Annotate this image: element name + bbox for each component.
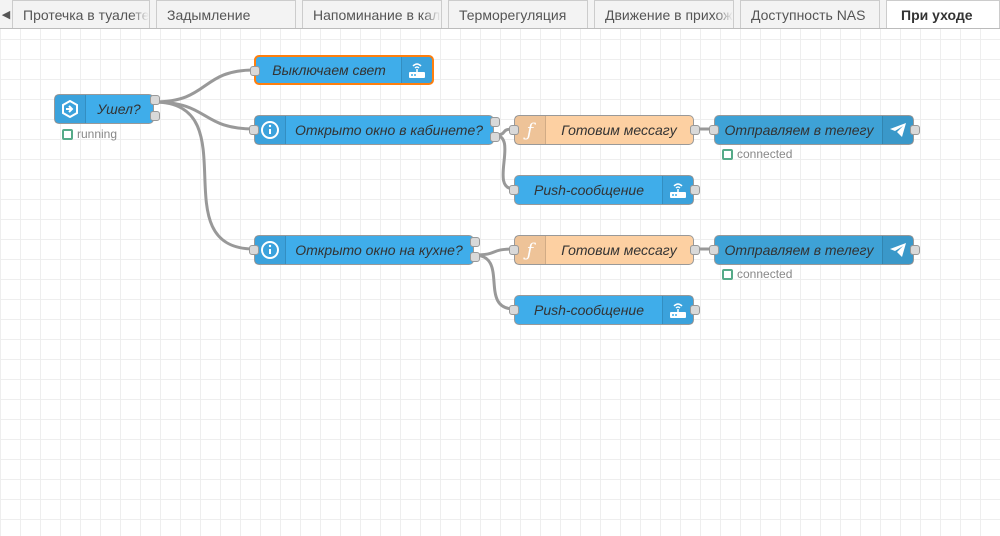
- node-push-message-1[interactable]: Push-сообщение: [509, 175, 700, 205]
- tab-leaving-home[interactable]: При уходе: [886, 0, 1000, 28]
- workspace-tab-bar: ◀ Протечка в туалете Задымление Напомина…: [0, 0, 1000, 29]
- info-icon: [255, 236, 286, 264]
- input-port[interactable]: [509, 305, 519, 315]
- tab-scroll-left-icon[interactable]: ◀: [1, 8, 11, 21]
- node-status-connected: connected: [722, 147, 792, 161]
- input-port[interactable]: [709, 125, 719, 135]
- router-wifi-icon: [662, 296, 693, 324]
- node-label: Push-сообщение: [534, 302, 644, 318]
- inject-arrow-icon: [55, 95, 86, 123]
- node-label: Ушел?: [97, 101, 141, 117]
- node-label: Готовим мессагу: [561, 122, 677, 138]
- node-label: Push-сообщение: [534, 182, 644, 198]
- output-port[interactable]: [690, 185, 700, 195]
- telegram-plane-icon: [882, 236, 913, 264]
- node-office-window-check[interactable]: Открыто окно в кабинете?: [249, 115, 500, 145]
- input-port[interactable]: [509, 245, 519, 255]
- output-port[interactable]: [470, 237, 480, 247]
- input-port[interactable]: [709, 245, 719, 255]
- status-dot-icon: [722, 148, 733, 160]
- node-left-gone[interactable]: Ушел?: [54, 94, 160, 124]
- flow-workspace[interactable]: Ушел? running Выключаем свет Открыто окн…: [0, 29, 1000, 536]
- tab-leak-toilet[interactable]: Протечка в туалете: [12, 0, 150, 28]
- input-port[interactable]: [249, 245, 259, 255]
- input-port[interactable]: [509, 185, 519, 195]
- tab-hall-motion[interactable]: Движение в прихожей: [594, 0, 734, 28]
- wire-left-gone-to-kitchen-window: [152, 100, 256, 251]
- output-port[interactable]: [490, 132, 500, 142]
- wire-office-window-to-push: [492, 133, 516, 191]
- node-label: Открыто окно на кухне?: [295, 242, 463, 258]
- output-port[interactable]: [470, 252, 480, 262]
- output-port[interactable]: [910, 245, 920, 255]
- info-icon: [255, 116, 286, 144]
- router-wifi-icon: [401, 57, 432, 83]
- input-port[interactable]: [509, 125, 519, 135]
- node-kitchen-window-check[interactable]: Открыто окно на кухне?: [249, 235, 480, 265]
- output-port[interactable]: [150, 111, 160, 121]
- node-prepare-message-2[interactable]: ƒ Готовим мессагу: [509, 235, 700, 265]
- status-dot-icon: [722, 268, 733, 280]
- node-push-message-2[interactable]: Push-сообщение: [509, 295, 700, 325]
- telegram-plane-icon: [882, 116, 913, 144]
- tab-calendar-reminder[interactable]: Напоминание в календаре: [302, 0, 442, 28]
- node-label: Открыто окно в кабинете?: [294, 122, 484, 138]
- output-port[interactable]: [150, 95, 160, 105]
- router-wifi-icon: [662, 176, 693, 204]
- node-send-telegram-1[interactable]: Отправляем в телегу: [709, 115, 920, 145]
- node-prepare-message-1[interactable]: ƒ Готовим мессагу: [509, 115, 700, 145]
- output-port[interactable]: [910, 125, 920, 135]
- output-port[interactable]: [690, 245, 700, 255]
- input-port[interactable]: [249, 125, 259, 135]
- function-icon: ƒ: [515, 236, 546, 264]
- wire-kitchen-window-to-push: [472, 253, 516, 311]
- tab-thermoregulation[interactable]: Терморегуляция: [448, 0, 588, 28]
- node-status-connected: connected: [722, 267, 792, 281]
- wire-left-gone-to-lights: [152, 68, 256, 104]
- node-send-telegram-2[interactable]: Отправляем в телегу: [709, 235, 920, 265]
- node-label: Выключаем свет: [272, 62, 386, 78]
- node-label: Отправляем в телегу: [724, 122, 874, 138]
- tab-smoke[interactable]: Задымление: [156, 0, 296, 28]
- wire-left-gone-to-office-window: [152, 100, 256, 131]
- status-dot-icon: [62, 128, 73, 140]
- node-label: Готовим мессагу: [561, 242, 677, 258]
- node-lights-off[interactable]: Выключаем свет: [250, 55, 434, 85]
- output-port[interactable]: [690, 305, 700, 315]
- function-icon: ƒ: [515, 116, 546, 144]
- node-status-running: running: [62, 127, 117, 141]
- node-label: Отправляем в телегу: [724, 242, 874, 258]
- output-port[interactable]: [690, 125, 700, 135]
- input-port[interactable]: [250, 66, 260, 76]
- tab-nas-availability[interactable]: Доступность NAS: [740, 0, 880, 28]
- output-port[interactable]: [490, 117, 500, 127]
